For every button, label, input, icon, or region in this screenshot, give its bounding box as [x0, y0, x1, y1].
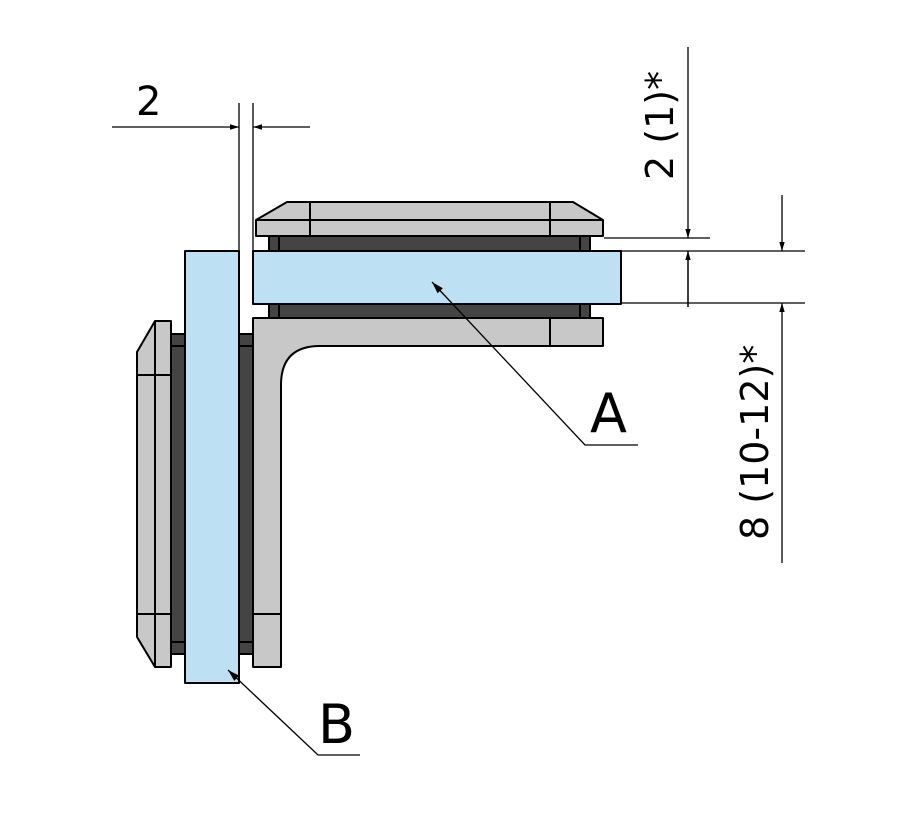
dimension-gap: 2 — [136, 79, 161, 125]
top-gasket-upper — [268, 235, 591, 252]
leader-b — [227, 669, 360, 756]
label-glass-b: B — [318, 693, 355, 756]
dimension-top-thickness: 2 (1)* — [638, 71, 682, 180]
label-glass-a: A — [590, 382, 627, 445]
leader-a — [431, 281, 638, 446]
glass-a — [252, 250, 622, 305]
angle-bracket — [252, 317, 604, 668]
side-gasket-right — [238, 333, 254, 655]
side-gasket-left — [170, 333, 186, 655]
top-gasket-lower — [268, 303, 591, 319]
glass-b — [184, 250, 240, 684]
dimension-glass-thickness: 8 (10-12)* — [733, 345, 777, 540]
dimension-lines — [112, 47, 805, 756]
